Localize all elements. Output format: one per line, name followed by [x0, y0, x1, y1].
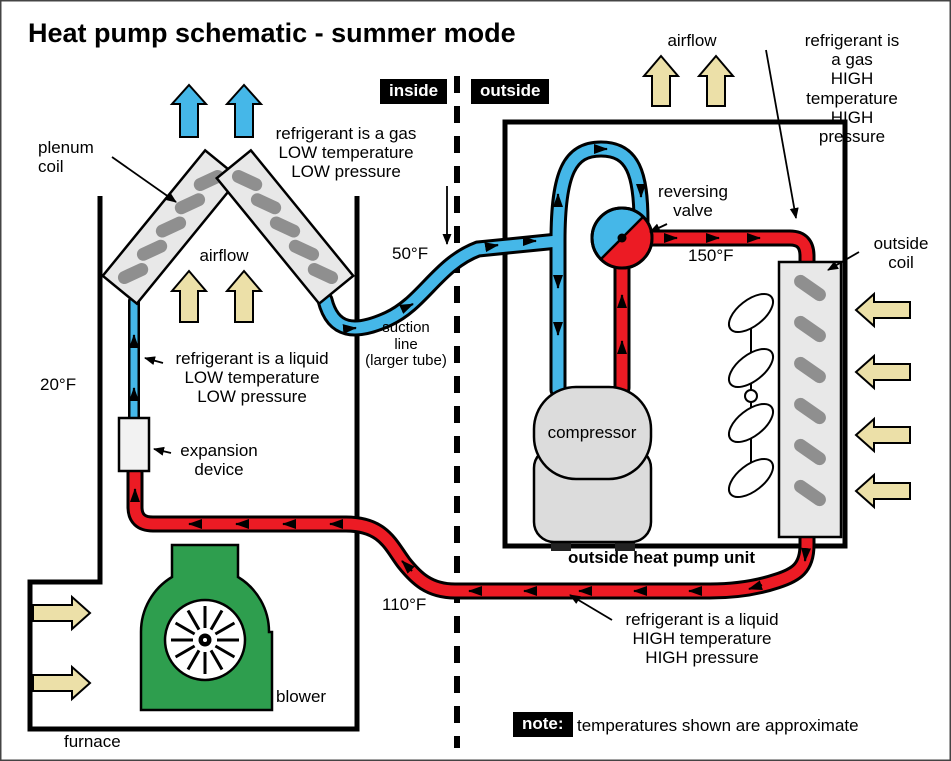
reversing-valve-label: reversing valve — [658, 182, 728, 221]
indoor-airflow-label: airflow — [199, 246, 249, 265]
temp-110f-label: 110°F — [382, 595, 427, 614]
suction-line-label: suction line (larger tube) — [365, 319, 447, 369]
furnace-outline — [27, 196, 360, 732]
expansion-device-icon — [117, 416, 151, 473]
temp-50f-label: 50°F — [392, 244, 429, 263]
note-badge: note: — [513, 712, 573, 738]
refrigerant-liquid-high-label: refrigerant is a liquid HIGH temperature… — [625, 610, 779, 668]
callout-lines — [111, 49, 860, 621]
plenum-coil — [100, 148, 356, 306]
blower-label: blower — [276, 687, 327, 706]
outdoor-airflow-label: airflow — [667, 31, 717, 50]
blower-icon — [139, 543, 274, 712]
inside-badge: inside — [380, 79, 448, 105]
refrigerant-gas-high-label: refrigerant is a gas HIGH temperature HI… — [804, 31, 900, 147]
outdoor-airflow-arrows — [641, 54, 736, 107]
compressor-label: compressor — [547, 423, 637, 442]
temp-20f-label: 20°F — [40, 375, 77, 394]
temp-150f-label: 150°F — [688, 246, 734, 265]
compressor-body — [532, 385, 653, 551]
outdoor-fan-icon — [728, 292, 774, 499]
outdoor-intake-arrows — [854, 291, 911, 510]
discharge-pipe-hot — [129, 232, 813, 597]
note-text: temperatures shown are approximate — [577, 716, 859, 735]
outside-coil-label: outside coil — [873, 234, 929, 273]
outside-unit-label: outside heat pump unit — [568, 548, 755, 567]
reversing-valve-icon — [590, 206, 654, 270]
return-airflow-arrows — [32, 594, 92, 702]
plenum-coil-label: plenum coil — [38, 138, 94, 177]
refrigerant-gas-low-label: refrigerant is a gas LOW temperature LOW… — [275, 124, 417, 182]
indoor-airflow-arrows — [169, 269, 264, 323]
refrigerant-liquid-low-label: refrigerant is a liquid LOW temperature … — [175, 349, 329, 407]
outside-coil — [777, 260, 843, 539]
refrigerant-pipes — [126, 140, 816, 600]
flow-direction-arrows — [129, 144, 812, 596]
page-title: Heat pump schematic - summer mode — [28, 18, 516, 48]
outside-badge: outside — [471, 79, 550, 105]
furnace-label: furnace — [64, 732, 121, 751]
expansion-device-label: expansion device — [180, 441, 258, 480]
supply-airflow-arrows — [169, 83, 264, 138]
